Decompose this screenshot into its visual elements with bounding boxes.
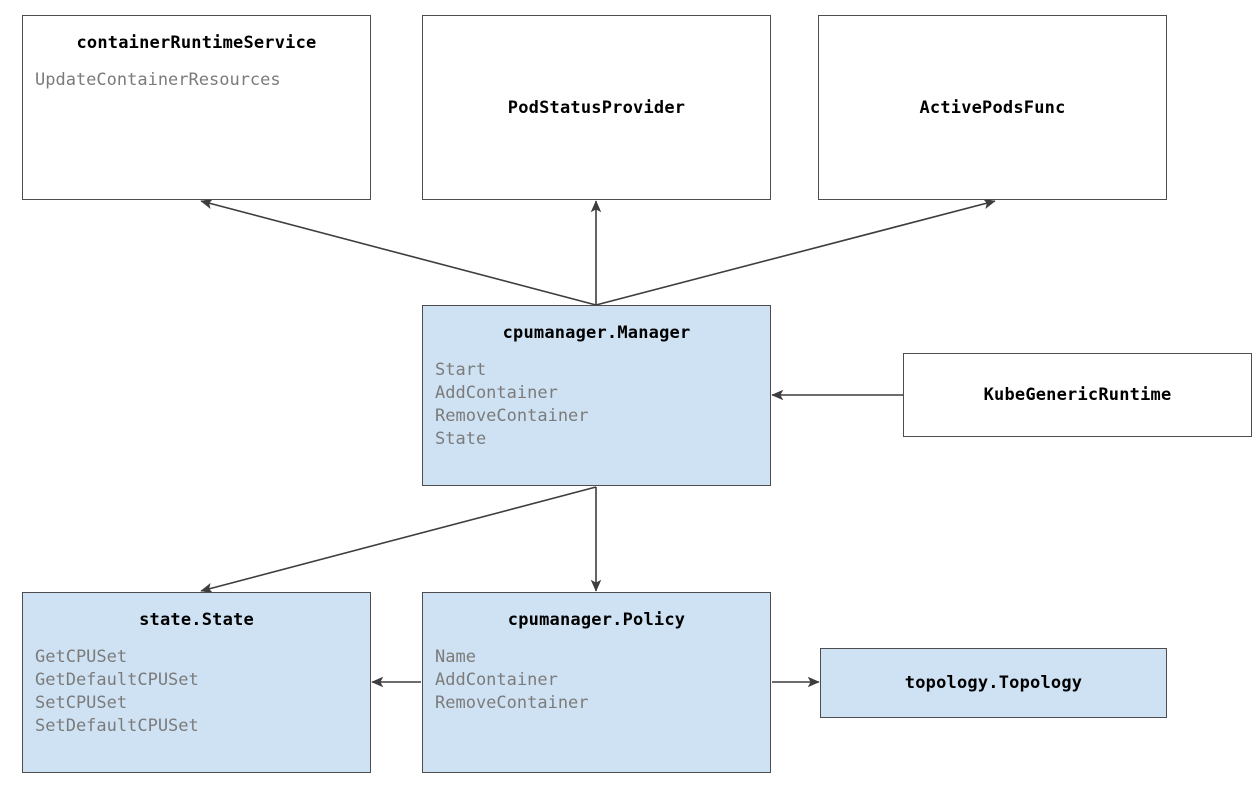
class-member: Name	[435, 647, 476, 667]
class-title: ActivePodsFunc	[919, 97, 1066, 118]
class-title: cpumanager.Policy	[507, 610, 686, 630]
class-member-list: UpdateContainerResources	[23, 69, 370, 92]
class-member: GetDefaultCPUSet	[35, 670, 199, 690]
class-title: state.State	[139, 610, 254, 630]
class-member: SetCPUSet	[35, 693, 128, 713]
class-member: SetDefaultCPUSet	[35, 716, 199, 736]
class-box-topologyTopology: topology.Topology	[820, 648, 1167, 718]
edge-manager-to-containerRuntimeService	[200, 198, 597, 306]
class-title: cpumanager.Manager	[502, 323, 691, 343]
edge-manager-to-activePodsFunc	[595, 198, 996, 306]
class-title: PodStatusProvider	[507, 97, 686, 118]
class-member: AddContainer	[435, 383, 558, 403]
class-title: containerRuntimeService	[76, 33, 317, 53]
class-title: topology.Topology	[904, 673, 1083, 693]
class-box-kubeGenericRuntime: KubeGenericRuntime	[903, 353, 1252, 437]
class-member: RemoveContainer	[435, 693, 589, 713]
class-box-podStatusProvider: PodStatusProvider	[422, 15, 771, 200]
class-member: GetCPUSet	[35, 647, 128, 667]
class-member: State	[435, 429, 487, 449]
class-member: RemoveContainer	[435, 406, 589, 426]
class-member: AddContainer	[435, 670, 558, 690]
edge-manager-to-stateState	[200, 486, 597, 594]
class-title: KubeGenericRuntime	[983, 385, 1172, 405]
class-member: Start	[435, 360, 487, 380]
class-box-activePodsFunc: ActivePodsFunc	[818, 15, 1167, 200]
class-member: UpdateContainerResources	[35, 70, 281, 90]
